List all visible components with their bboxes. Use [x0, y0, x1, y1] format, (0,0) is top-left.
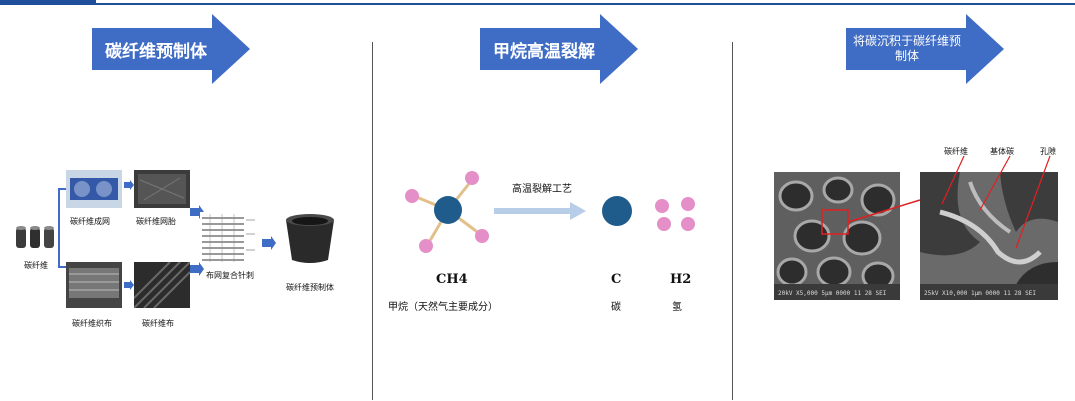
weaving-label: 碳纤维织布: [72, 319, 112, 328]
methane-formula: CH4: [436, 272, 468, 287]
weaving-image: [66, 262, 122, 308]
carbon-atom: [434, 196, 462, 224]
section-3-header-arrow: 将碳沉积于碳纤维预制体: [846, 14, 1004, 84]
hydrogen-molecules: [655, 197, 695, 231]
connector-up: [58, 188, 66, 190]
hydrogen-name: 氢: [672, 302, 682, 313]
top-rule-accent: [0, 0, 96, 5]
fiber-felt-label: 碳纤维网胎: [136, 217, 176, 226]
needle-punch-label: 布网复合针刺: [206, 271, 254, 280]
carbon-name: 碳: [611, 302, 621, 313]
carbon-atom-product: [602, 196, 632, 226]
label-carbon-fiber: 碳纤维: [944, 147, 968, 156]
sem-image-high-magnification: 25kV X10,000 1μm 0000 11 28 SEI: [920, 172, 1058, 300]
fiber-felt-image: [134, 170, 190, 208]
sem-caption-2: 25kV X10,000 1μm 0000 11 28 SEI: [924, 290, 1036, 297]
arrow-needle-preform: [262, 236, 276, 250]
carbon-cloth-label: 碳纤维布: [142, 319, 174, 328]
preform-label: 碳纤维预制体: [286, 283, 334, 292]
top-rule-line: [96, 3, 1075, 5]
mesh-forming-label: 碳纤维成网: [70, 217, 110, 226]
raw-fiber-label: 碳纤维: [24, 261, 48, 270]
hydrogen-formula: H2: [670, 272, 692, 287]
arrow-weave-cloth: [124, 280, 134, 290]
section-1-header-arrow: 碳纤维预制体: [92, 14, 250, 84]
process-arrow: [494, 202, 586, 220]
section-1-title: 碳纤维预制体: [105, 41, 207, 62]
methane-name: 甲烷（天然气主要成分）: [388, 302, 498, 313]
section-2-header-arrow: 甲烷高温裂解: [480, 14, 638, 84]
sem-image-low-magnification: 20kV X5,000 5μm 0000 11 28 SEI: [774, 172, 900, 300]
methane-molecule: [405, 171, 489, 253]
carbon-fiber-spools-image: [16, 226, 54, 248]
watermark: [16, 120, 28, 133]
carbon-cloth-image: [134, 262, 190, 308]
needle-punch-layers-image: [200, 212, 256, 264]
arrow-mesh-felt: [124, 180, 134, 190]
section-2-title: 甲烷高温裂解: [493, 41, 595, 62]
sem-caption-1: 20kV X5,000 5μm 0000 11 28 SEI: [778, 290, 887, 297]
section-divider-2: [732, 42, 733, 400]
hydrogen-atom: [419, 239, 433, 253]
top-rule: [0, 0, 1075, 5]
section-divider-1: [372, 42, 373, 400]
carbon-formula: C: [611, 272, 622, 287]
connector-split: [58, 188, 60, 268]
callout-lines: [847, 155, 1051, 249]
hydrogen-atom: [475, 229, 489, 243]
hydrogen-atom: [465, 171, 479, 185]
label-matrix-carbon: 基体碳: [990, 147, 1014, 156]
pyrolysis-process-label: 高温裂解工艺: [512, 184, 572, 195]
section-3-title: 将碳沉积于碳纤维预制体: [852, 34, 961, 63]
hydrogen-atom: [405, 189, 419, 203]
arrow-cloth-needle: [190, 262, 204, 276]
label-pore: 孔隙: [1040, 147, 1056, 156]
connector-down: [58, 266, 66, 268]
mesh-forming-image: [66, 170, 122, 208]
preform-crucible-image: [286, 214, 334, 263]
